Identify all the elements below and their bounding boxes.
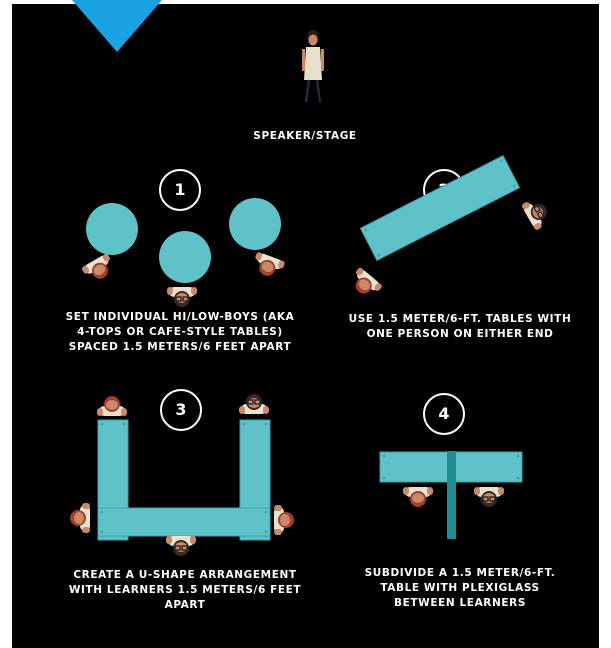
person-icon xyxy=(474,487,504,507)
step-caption-4: SUBDIVIDE A 1.5 METER/6-FT. TABLE WITH P… xyxy=(330,566,590,611)
person-icon xyxy=(403,487,433,507)
plexiglass-divider xyxy=(447,451,456,539)
